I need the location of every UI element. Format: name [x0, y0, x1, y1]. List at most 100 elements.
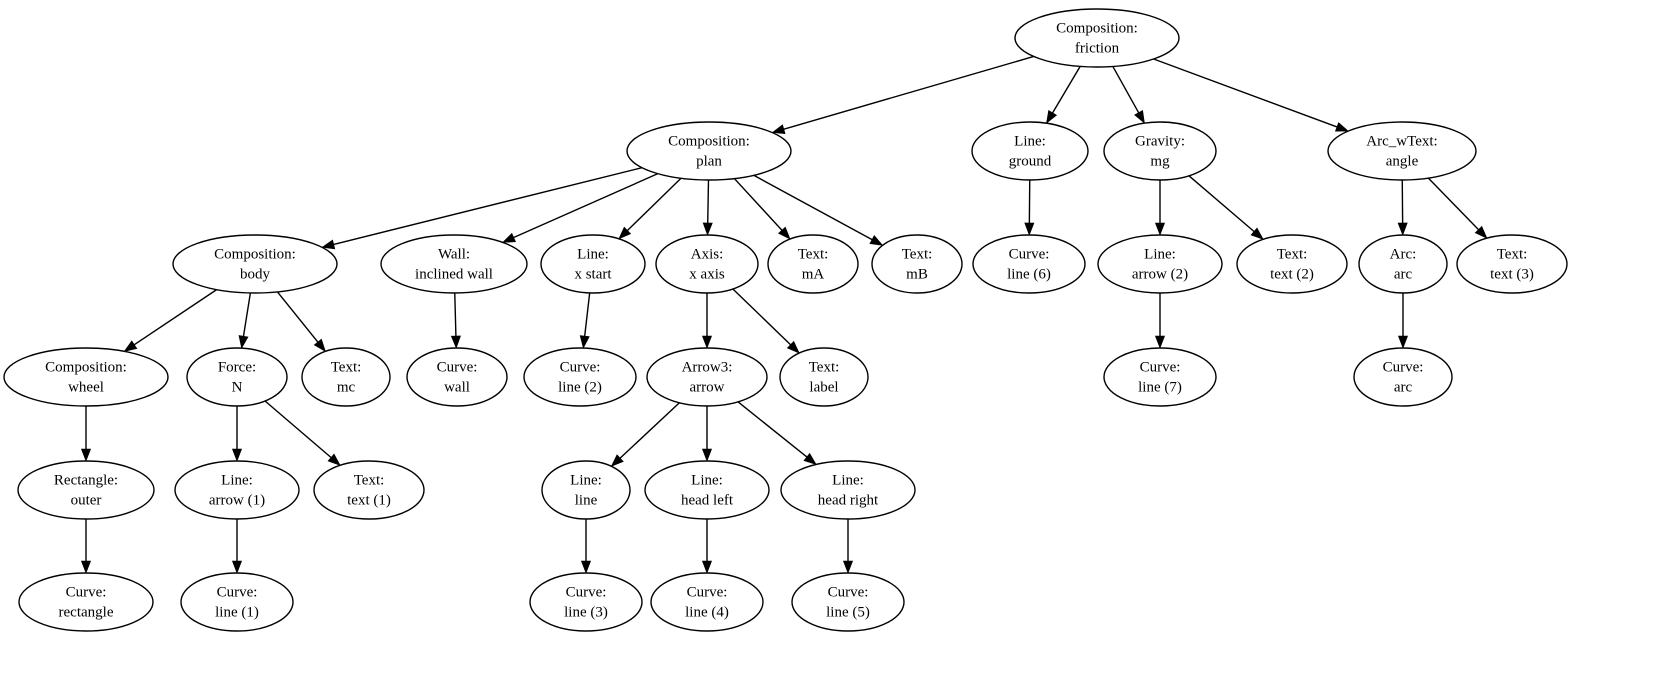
node-ellipse[interactable]	[650, 572, 764, 632]
graph-node-rect_outer[interactable]: Rectangle:outer	[17, 460, 155, 520]
node-ellipse[interactable]	[791, 572, 905, 632]
node-ellipse[interactable]	[971, 121, 1089, 181]
graph-node-line5[interactable]: Curve:line (5)	[791, 572, 905, 632]
arrowhead-icon	[231, 448, 243, 462]
graph-node-plan[interactable]: Composition:plan	[626, 121, 792, 181]
graph-node-force_N[interactable]: Force: N	[186, 347, 288, 407]
node-ellipse[interactable]	[174, 460, 300, 520]
node-ellipse[interactable]	[380, 234, 528, 294]
node-ellipse[interactable]	[3, 347, 169, 407]
node-label-type: Curve:	[687, 584, 728, 600]
graph-node-body[interactable]: Composition:body	[172, 234, 338, 294]
graph-node-arrow3[interactable]: Arrow3:arrow	[646, 347, 768, 407]
node-ellipse[interactable]	[1327, 121, 1477, 181]
graph-node-gravity_mg[interactable]: Gravity:mg	[1103, 121, 1217, 181]
node-label-type: Text:	[798, 246, 829, 262]
graph-node-inclined_wall[interactable]: Wall:inclined wall	[380, 234, 528, 294]
graph-node-arrow2[interactable]: Line:arrow (2)	[1097, 234, 1223, 294]
graph-node-line2[interactable]: Curve:line (2)	[523, 347, 637, 407]
graph-node-text_mA[interactable]: Text:mA	[767, 234, 859, 294]
node-label-name: plan	[696, 153, 722, 169]
node-label-type: Text:	[902, 246, 933, 262]
arrowhead-icon	[231, 560, 243, 574]
graph-node-line1[interactable]: Curve:line (1)	[180, 572, 294, 632]
graph-node-x_axis[interactable]: Axis:x axis	[655, 234, 759, 294]
graph-edge	[450, 292, 461, 349]
node-label-type: Axis:	[691, 246, 724, 262]
graph-node-line_line[interactable]: Line:line	[541, 460, 631, 520]
node-label-type: Curve:	[217, 584, 258, 600]
graph-node-head_right[interactable]: Line:head right	[780, 460, 916, 520]
node-ellipse[interactable]	[313, 460, 425, 520]
arrowhead-icon	[238, 335, 249, 349]
node-ellipse[interactable]	[1103, 347, 1217, 407]
graph-node-curve_wall[interactable]: Curve:wall	[406, 347, 508, 407]
graph-node-curve_arc[interactable]: Curve:arc	[1353, 347, 1453, 407]
node-label-type: Curve:	[828, 584, 869, 600]
node-ellipse[interactable]	[541, 460, 631, 520]
node-label-type: Text:	[809, 359, 840, 375]
node-label-name: line (2)	[558, 379, 602, 395]
graph-node-head_left[interactable]: Line:head left	[644, 460, 770, 520]
graph-node-wheel[interactable]: Composition:wheel	[3, 347, 169, 407]
node-ellipse[interactable]	[1353, 347, 1453, 407]
node-label-name: line (7)	[1138, 379, 1182, 395]
node-ellipse[interactable]	[301, 347, 391, 407]
graph-node-arrow1[interactable]: Line:arrow (1)	[174, 460, 300, 520]
arrowhead-icon	[1134, 109, 1145, 124]
graph-node-ground[interactable]: Line:ground	[971, 121, 1089, 181]
graph-node-text_mB[interactable]: Text:mB	[871, 234, 963, 294]
graph-node-curve_rect[interactable]: Curve:rectangle	[18, 572, 154, 632]
graph-node-text_label[interactable]: Text:label	[779, 347, 869, 407]
node-ellipse[interactable]	[779, 347, 869, 407]
graph-node-line6[interactable]: Curve:line (6)	[972, 234, 1086, 294]
node-ellipse[interactable]	[1014, 8, 1180, 68]
node-label-name: wall	[444, 379, 470, 395]
node-ellipse[interactable]	[871, 234, 963, 294]
graph-node-x_start[interactable]: Line:x start	[540, 234, 646, 294]
node-ellipse[interactable]	[767, 234, 859, 294]
node-label-type: Force:	[218, 359, 256, 375]
node-ellipse[interactable]	[529, 572, 643, 632]
graph-node-friction[interactable]: Composition:friction	[1014, 8, 1180, 68]
arrowhead-icon	[842, 560, 854, 574]
edge-line	[454, 292, 457, 337]
node-label-name: angle	[1386, 153, 1419, 169]
node-label-type: Composition:	[45, 359, 127, 375]
graph-node-arc_arc[interactable]: Arc:arc	[1358, 234, 1448, 294]
node-ellipse[interactable]	[626, 121, 792, 181]
node-ellipse[interactable]	[1456, 234, 1568, 294]
node-label-type: Line:	[832, 472, 864, 488]
node-label-type: Line:	[691, 472, 723, 488]
node-ellipse[interactable]	[180, 572, 294, 632]
node-ellipse[interactable]	[972, 234, 1086, 294]
node-ellipse[interactable]	[646, 347, 768, 407]
node-label-type: Arrow3:	[682, 359, 733, 375]
graph-node-text3[interactable]: Text:text (3)	[1456, 234, 1568, 294]
graph-node-line7[interactable]: Curve:line (7)	[1103, 347, 1217, 407]
graph-node-angle[interactable]: Arc_wText:angle	[1327, 121, 1477, 181]
node-ellipse[interactable]	[523, 347, 637, 407]
graph-node-text_mc[interactable]: Text:mc	[301, 347, 391, 407]
node-ellipse[interactable]	[1236, 234, 1348, 294]
node-ellipse[interactable]	[540, 234, 646, 294]
node-ellipse[interactable]	[1103, 121, 1217, 181]
node-ellipse[interactable]	[186, 347, 288, 407]
node-ellipse[interactable]	[406, 347, 508, 407]
node-label-name: ground	[1009, 153, 1052, 169]
node-ellipse[interactable]	[172, 234, 338, 294]
node-ellipse[interactable]	[780, 460, 916, 520]
node-ellipse[interactable]	[644, 460, 770, 520]
graph-node-text2[interactable]: Text:text (2)	[1236, 234, 1348, 294]
node-label-name: N	[232, 379, 243, 395]
arrowhead-icon	[778, 226, 791, 240]
node-ellipse[interactable]	[655, 234, 759, 294]
graph-node-line3[interactable]: Curve:line (3)	[529, 572, 643, 632]
node-ellipse[interactable]	[1358, 234, 1448, 294]
node-ellipse[interactable]	[17, 460, 155, 520]
graph-node-text1[interactable]: Text:text (1)	[313, 460, 425, 520]
graph-node-line4[interactable]: Curve:line (4)	[650, 572, 764, 632]
node-ellipse[interactable]	[1097, 234, 1223, 294]
node-ellipse[interactable]	[18, 572, 154, 632]
arrowhead-icon	[701, 335, 713, 349]
